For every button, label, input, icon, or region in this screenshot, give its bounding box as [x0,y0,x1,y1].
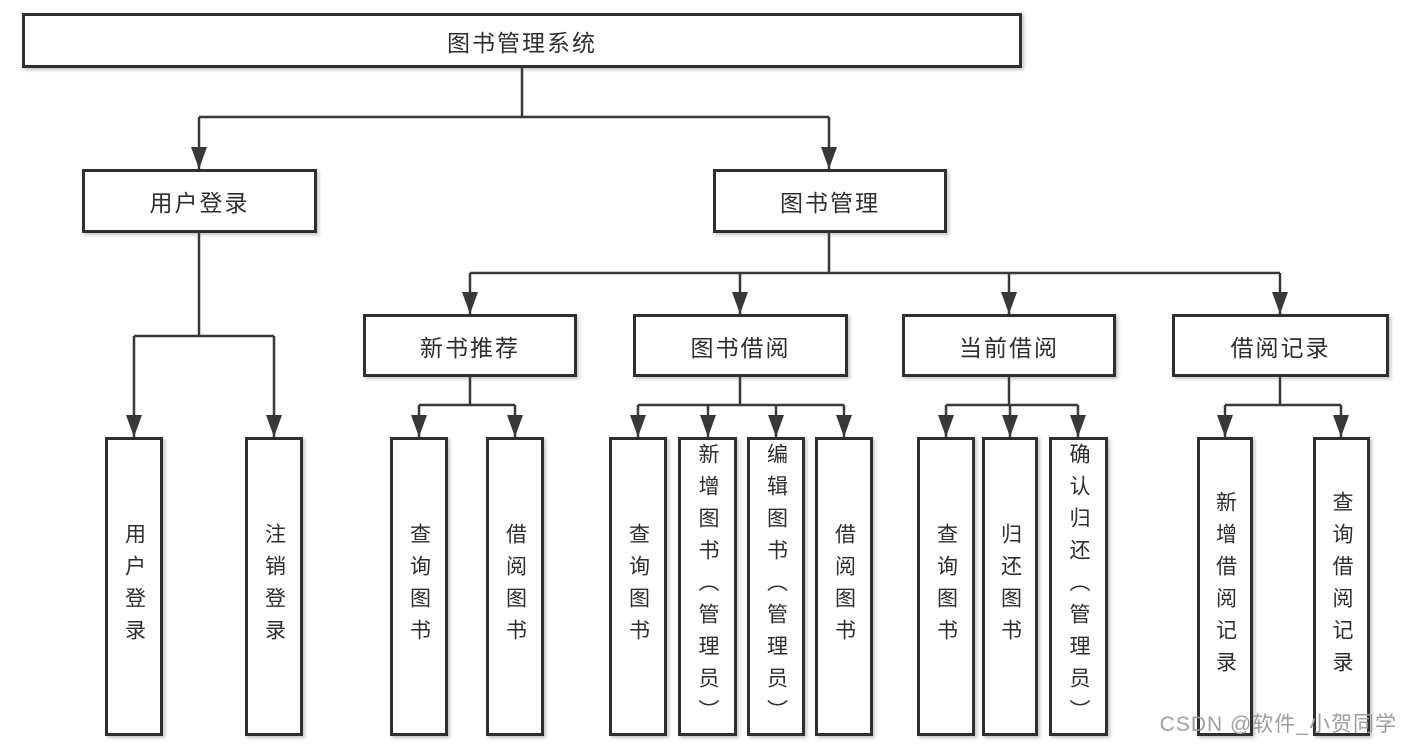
node-label: 图书管理系统 [447,29,597,56]
leaf-user-login: 用户登录 [105,437,163,736]
leaf-logout: 注销登录 [245,437,303,736]
leaf-newbook-query-books: 查询图书 [390,437,448,736]
node-label: 新书推荐 [420,334,520,361]
node-label: 当前借阅 [959,334,1059,361]
leaf-newbook-borrow-books: 借阅图书 [486,437,544,736]
leaf-records-add-record: 新增借阅记录 [1197,437,1253,736]
leaf-label: 编辑图书（管理员） [764,442,788,731]
leaf-current-return-books: 归还图书 [982,437,1038,736]
node-book-management: 图书管理 [713,169,947,233]
leaf-label: 注销登录 [262,522,286,651]
node-label: 图书管理 [780,190,880,216]
leaf-current-query-books: 查询图书 [917,437,975,736]
node-borrow-records: 借阅记录 [1172,314,1389,377]
leaf-current-confirm-return-admin: 确认归还（管理员） [1049,437,1108,736]
leaf-label: 查询图书 [934,522,958,651]
leaf-borrowing-borrow-books: 借阅图书 [815,437,873,736]
leaf-label: 查询图书 [407,522,431,651]
leaf-label: 借阅图书 [503,522,527,651]
leaf-records-query-record: 查询借阅记录 [1313,437,1370,736]
leaf-label: 新增图书（管理员） [696,442,719,731]
leaf-label: 新增借阅记录 [1213,490,1237,683]
node-label: 借阅记录 [1230,334,1331,361]
node-library-management-system: 图书管理系统 [22,13,1022,68]
node-new-book-recommend: 新书推荐 [363,314,577,377]
leaf-label: 查询借阅记录 [1330,490,1353,683]
leaf-label: 归还图书 [998,522,1022,651]
leaf-label: 用户登录 [122,522,146,651]
leaf-borrowing-edit-books-admin: 编辑图书（管理员） [747,437,805,736]
leaf-label: 确认归还（管理员） [1067,442,1090,731]
leaf-borrowing-add-books-admin: 新增图书（管理员） [678,437,737,736]
csdn-watermark: CSDN @软件_小贺同学 [1159,713,1397,736]
leaf-label: 借阅图书 [832,522,856,651]
node-user-login: 用户登录 [82,169,317,233]
node-label: 用户登录 [149,190,250,216]
leaf-borrowing-query-books: 查询图书 [609,437,667,736]
node-current-borrowing: 当前借阅 [902,314,1116,377]
node-book-borrowing: 图书借阅 [633,314,848,377]
node-label: 图书借阅 [690,334,791,361]
leaf-label: 查询图书 [626,522,650,651]
